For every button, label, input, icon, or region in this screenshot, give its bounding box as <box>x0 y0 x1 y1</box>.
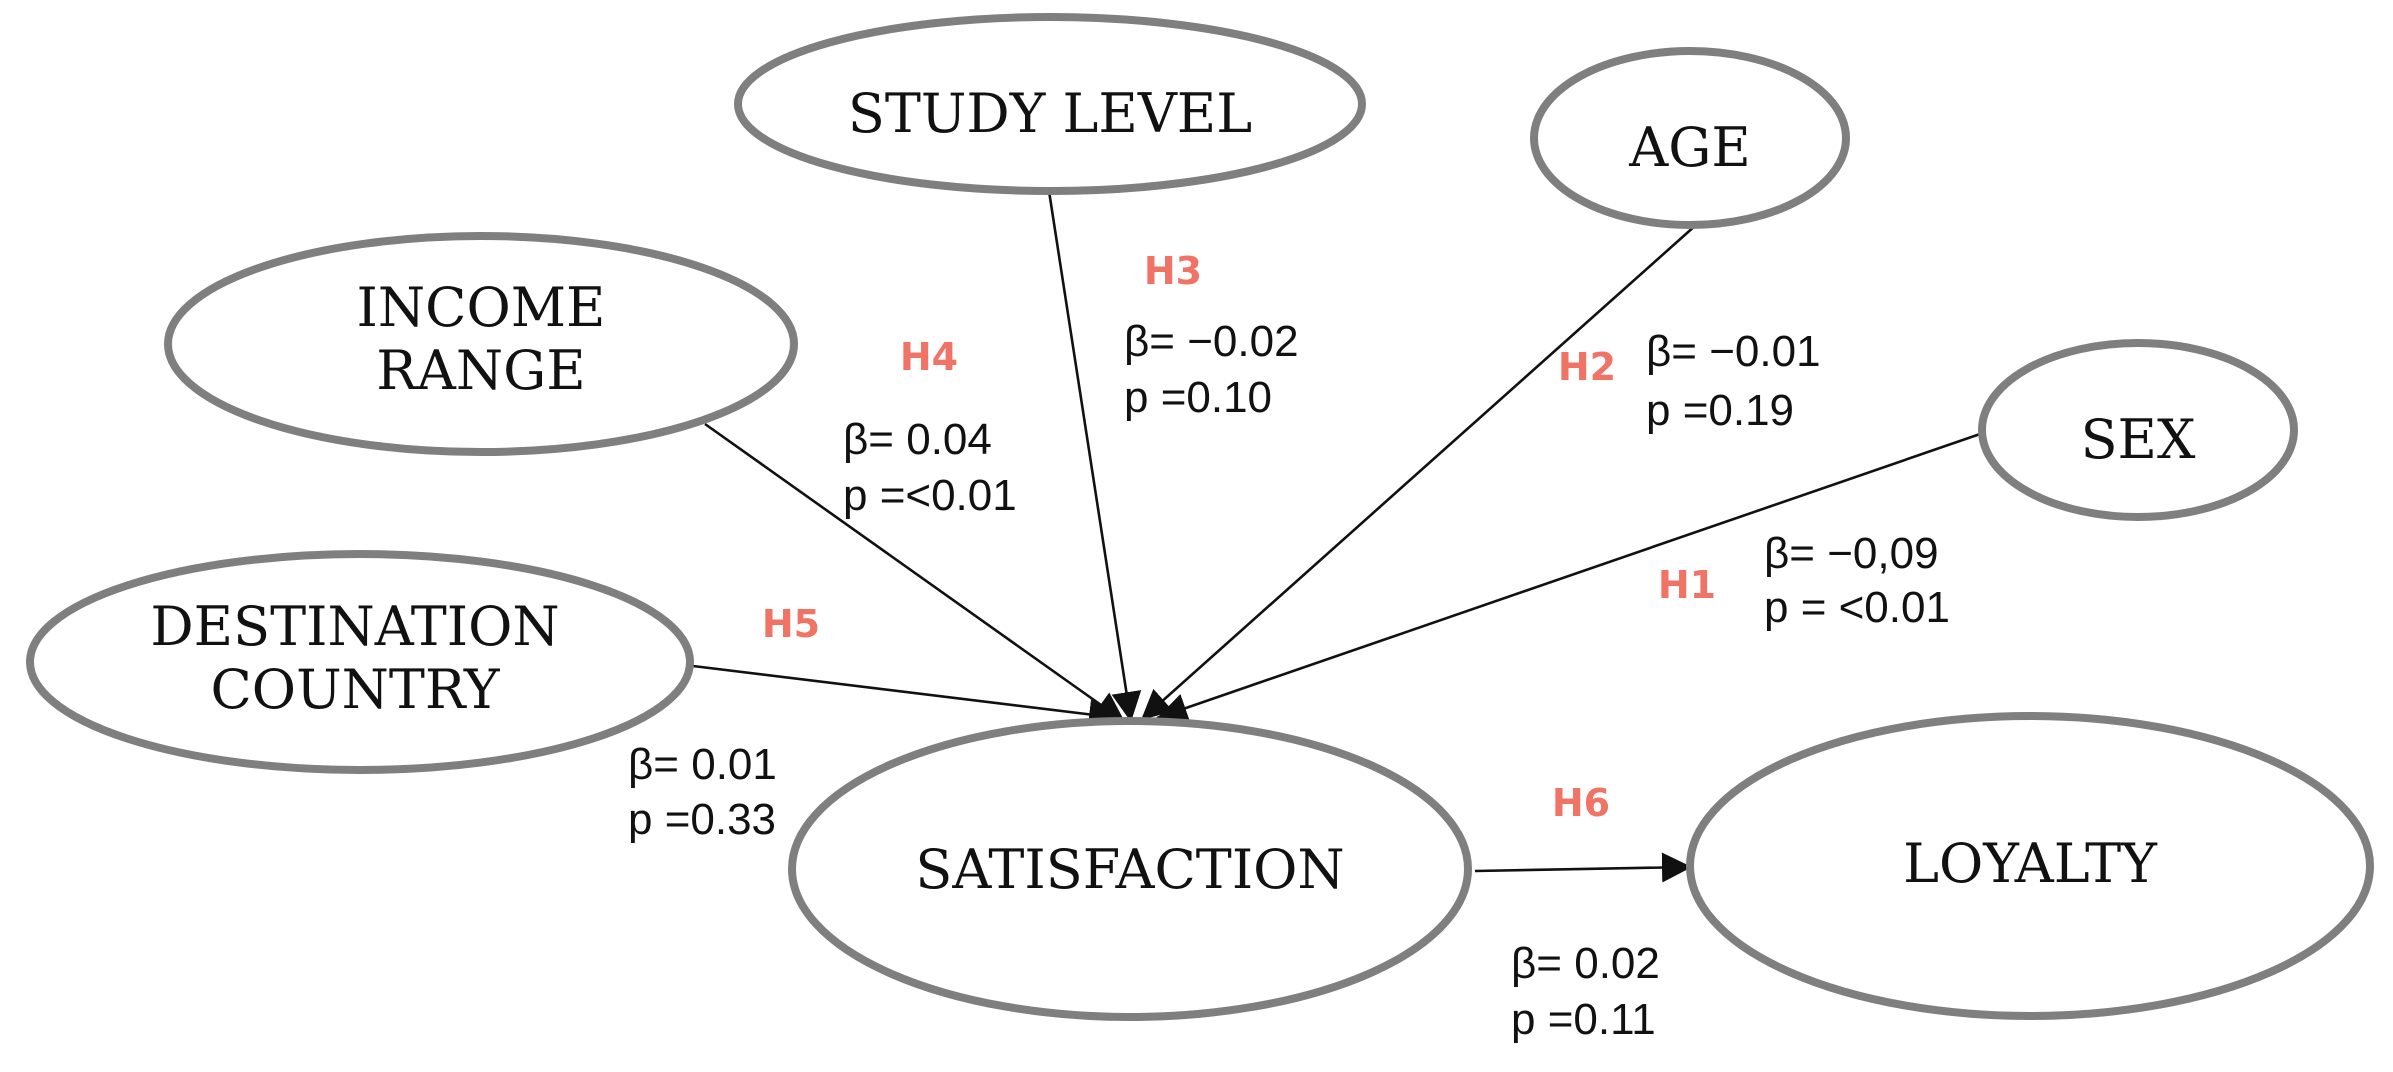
hypothesis-label-h6: H6 <box>1552 781 1610 825</box>
node-income-range: INCOME RANGE <box>164 232 798 456</box>
hypothesis-label-h1: H1 <box>1658 563 1716 607</box>
node-label-income-range: INCOME <box>357 276 606 339</box>
edges <box>692 190 1984 883</box>
node-label-income-range: RANGE <box>376 339 585 402</box>
p-value-label-h5: p =0.33 <box>628 795 776 844</box>
node-label-study-level: STUDY LEVEL <box>848 82 1252 145</box>
node-label-age: AGE <box>1628 116 1751 179</box>
node-satisfaction: SATISFACTION <box>788 717 1472 1021</box>
nodes: STUDY LEVEL AGE INCOME RANGE SEX DESTINA… <box>26 13 2374 1021</box>
edge-h1-sex-to-satisfaction <box>1156 431 1984 723</box>
beta-label-h4: β= 0.04 <box>843 415 992 464</box>
beta-label-h6: β= 0.02 <box>1511 939 1660 988</box>
edge-h5-destination-country-to-satisfaction <box>692 664 1120 730</box>
hypothesis-labels: H1 H2 H3 H4 H5 H6 <box>762 249 1716 825</box>
edge-h3-study-level-to-satisfaction <box>1047 190 1142 723</box>
hypothesis-label-h4: H4 <box>900 335 958 379</box>
p-value-label-h1: p = <0.01 <box>1764 583 1950 632</box>
edge-h4-income-range-to-satisfaction <box>704 422 1126 724</box>
p-value-label-h6: p =0.11 <box>1511 995 1656 1044</box>
node-loyalty: LOYALTY <box>1686 712 2374 1020</box>
beta-label-h1: β= −0,09 <box>1764 529 1939 578</box>
node-sex: SEX <box>1978 339 2298 521</box>
node-study-level: STUDY LEVEL <box>734 13 1366 195</box>
hypothesis-label-h3: H3 <box>1144 249 1202 293</box>
edge-h6-satisfaction-to-loyalty <box>1474 852 1693 883</box>
p-value-label-h4: p =<0.01 <box>843 471 1017 520</box>
edge-h2-age-to-satisfaction <box>1140 224 1697 721</box>
hypothesis-label-h2: H2 <box>1558 345 1616 389</box>
p-value-label-h2: p =0.19 <box>1646 386 1794 435</box>
coefficient-labels: β= −0,09 p = <0.01 β= −0.01 p =0.19 β= −… <box>628 317 1950 1044</box>
beta-label-h3: β= −0.02 <box>1124 317 1299 366</box>
node-label-sex: SEX <box>2081 408 2196 471</box>
node-label-satisfaction: SATISFACTION <box>915 838 1344 901</box>
node-age: AGE <box>1530 47 1850 229</box>
node-label-destination-country: DESTINATION <box>150 595 559 658</box>
p-value-label-h3: p =0.10 <box>1124 373 1272 422</box>
hypothesis-label-h5: H5 <box>762 602 820 646</box>
node-label-destination-country: COUNTRY <box>210 658 500 721</box>
node-label-loyalty: LOYALTY <box>1903 832 2158 895</box>
beta-label-h5: β= 0.01 <box>628 740 777 789</box>
node-destination-country: DESTINATION COUNTRY <box>26 550 694 774</box>
beta-label-h2: β= −0.01 <box>1646 327 1821 376</box>
